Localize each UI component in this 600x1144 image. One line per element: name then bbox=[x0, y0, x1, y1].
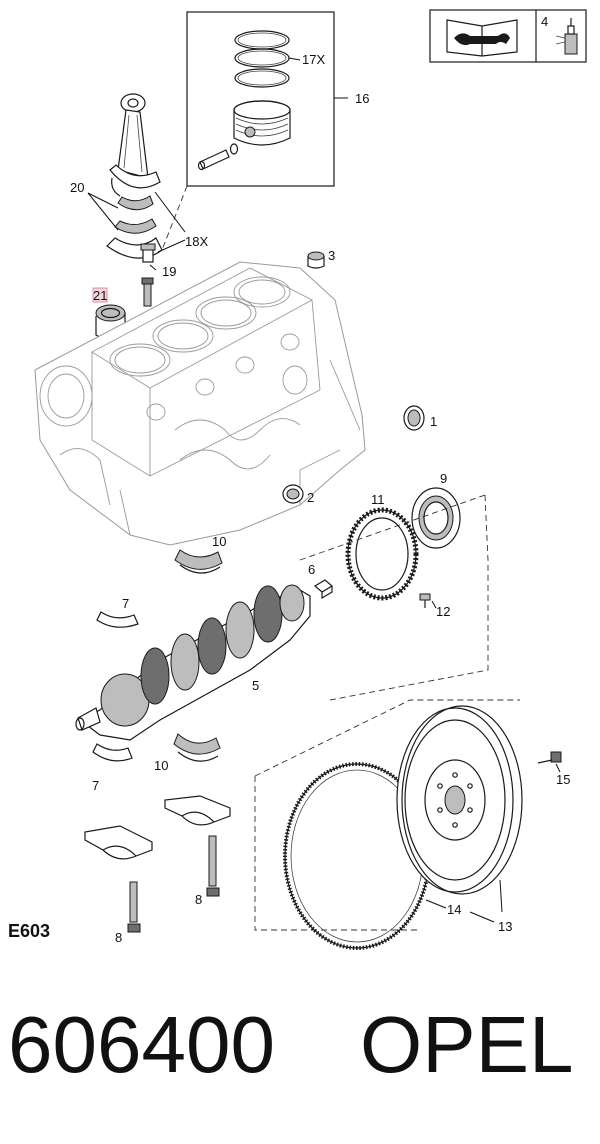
label-7a: 7 bbox=[122, 596, 129, 611]
spray-can-icon bbox=[555, 18, 578, 55]
main-bearing-lower: 10 bbox=[154, 733, 221, 773]
crankshaft: 5 bbox=[75, 584, 311, 741]
reluctor-screw: 12 bbox=[419, 593, 450, 619]
flywheel-bolt: 15 bbox=[537, 751, 570, 787]
piston bbox=[233, 100, 291, 146]
piston-kit-box: 17X 16 bbox=[161, 11, 369, 251]
rod-bolt bbox=[141, 277, 154, 307]
label-3: 3 bbox=[328, 248, 335, 263]
label-10a: 10 bbox=[212, 534, 226, 549]
label-13: 13 bbox=[498, 919, 512, 934]
label-6: 6 bbox=[308, 562, 315, 577]
label-17x: 17X bbox=[302, 52, 325, 67]
manual-reference-box: 4 bbox=[429, 9, 587, 63]
main-bearing-upper: 10 bbox=[174, 534, 226, 574]
manual-book-icon bbox=[446, 19, 518, 57]
piston-rings bbox=[234, 30, 290, 88]
label-9: 9 bbox=[440, 471, 447, 486]
label-12: 12 bbox=[436, 604, 450, 619]
piston-pin bbox=[197, 143, 239, 171]
label-21: 21 bbox=[93, 288, 107, 303]
label-5: 5 bbox=[252, 678, 259, 693]
connecting-rod: 20 18X 19 bbox=[70, 93, 208, 307]
label-11: 11 bbox=[371, 492, 385, 507]
label-16: 16 bbox=[355, 91, 369, 106]
crank-webs bbox=[100, 584, 305, 727]
bearing-cap-upper: 8 bbox=[164, 795, 231, 907]
label-7b: 7 bbox=[92, 778, 99, 793]
label-10b: 10 bbox=[154, 758, 168, 773]
label-2: 2 bbox=[307, 490, 314, 505]
label-1: 1 bbox=[430, 414, 437, 429]
manual-box-number: 4 bbox=[541, 14, 548, 29]
reluctor-ring: 11 bbox=[345, 492, 419, 601]
assembly-guides bbox=[254, 494, 520, 931]
cylinder-block bbox=[34, 261, 366, 546]
core-plug: 3 bbox=[307, 248, 335, 269]
rear-main-seal: 9 bbox=[411, 471, 461, 549]
pilot-bush: 2 bbox=[282, 484, 314, 505]
bearing-cap-lower: 8 bbox=[84, 825, 153, 945]
crankshaft-key: 6 bbox=[308, 562, 334, 600]
label-14: 14 bbox=[447, 902, 461, 917]
label-8b: 8 bbox=[115, 930, 122, 945]
label-19: 19 bbox=[162, 264, 176, 279]
part-number: 606400 bbox=[8, 1000, 275, 1089]
thrust-washer-lower: 7 bbox=[92, 743, 133, 793]
label-15: 15 bbox=[556, 772, 570, 787]
label-18x: 18X bbox=[185, 234, 208, 249]
flywheel: 13 bbox=[396, 705, 523, 934]
label-20: 20 bbox=[70, 180, 84, 195]
rear-oil-seal-small: 1 bbox=[403, 405, 437, 431]
diagram-code: E603 bbox=[8, 921, 50, 941]
thrust-washer-upper: 7 bbox=[96, 596, 139, 628]
brand-name: OPEL bbox=[360, 1000, 573, 1089]
label-8a: 8 bbox=[195, 892, 202, 907]
